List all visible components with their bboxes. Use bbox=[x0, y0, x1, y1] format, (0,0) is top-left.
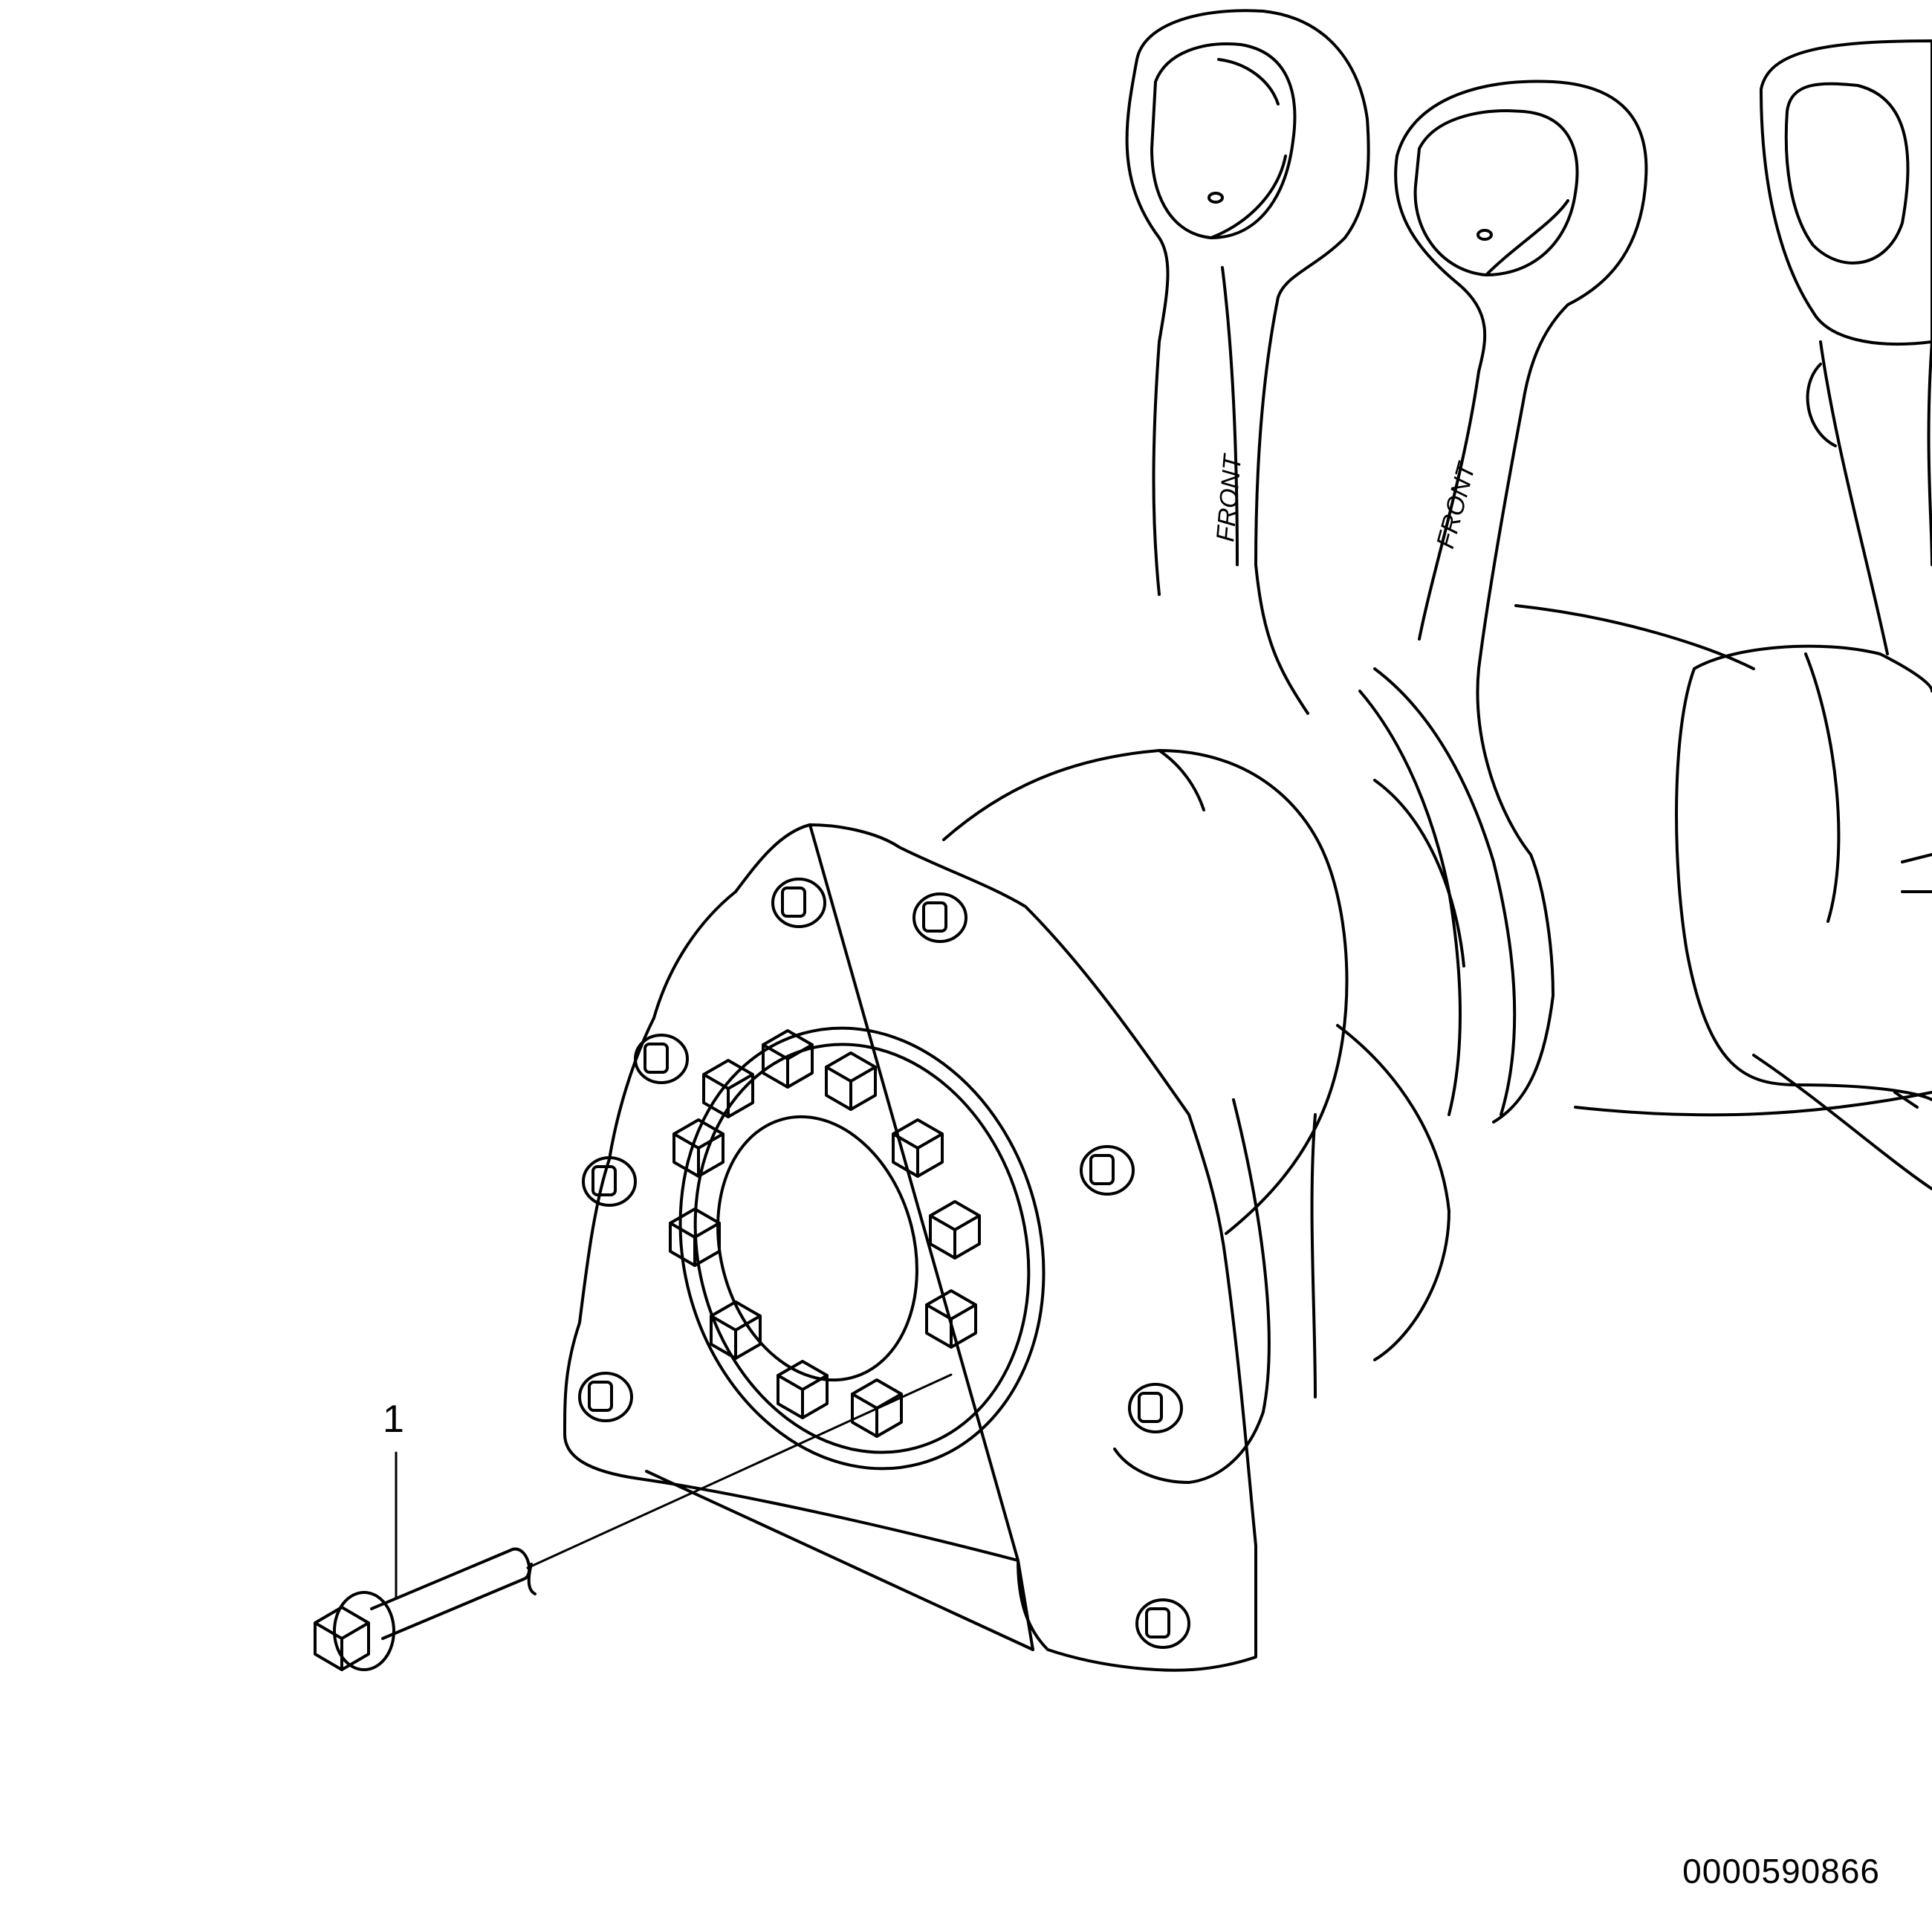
connecting-rod-3 bbox=[1760, 39, 1932, 655]
rod-marking-front-1: FRONT bbox=[1211, 453, 1247, 543]
flange-plate bbox=[563, 823, 1257, 1672]
connecting-rod-2 bbox=[1358, 80, 1648, 1124]
rod-big-end bbox=[942, 749, 1465, 1484]
callout-1-label: 1 bbox=[383, 1398, 404, 1441]
drawing-number: 0000590866 bbox=[1682, 1852, 1880, 1890]
connecting-rod-1: FRONT FRONT bbox=[1125, 9, 1482, 715]
rear-seal bbox=[678, 1026, 1046, 1471]
exploded-bolt bbox=[314, 1373, 953, 1671]
crankshaft-body bbox=[1514, 604, 1932, 1190]
hub-bolts bbox=[669, 1029, 981, 1438]
rod-marking-front-2: FRONT bbox=[1431, 458, 1482, 551]
flange-studs bbox=[578, 878, 1190, 1649]
